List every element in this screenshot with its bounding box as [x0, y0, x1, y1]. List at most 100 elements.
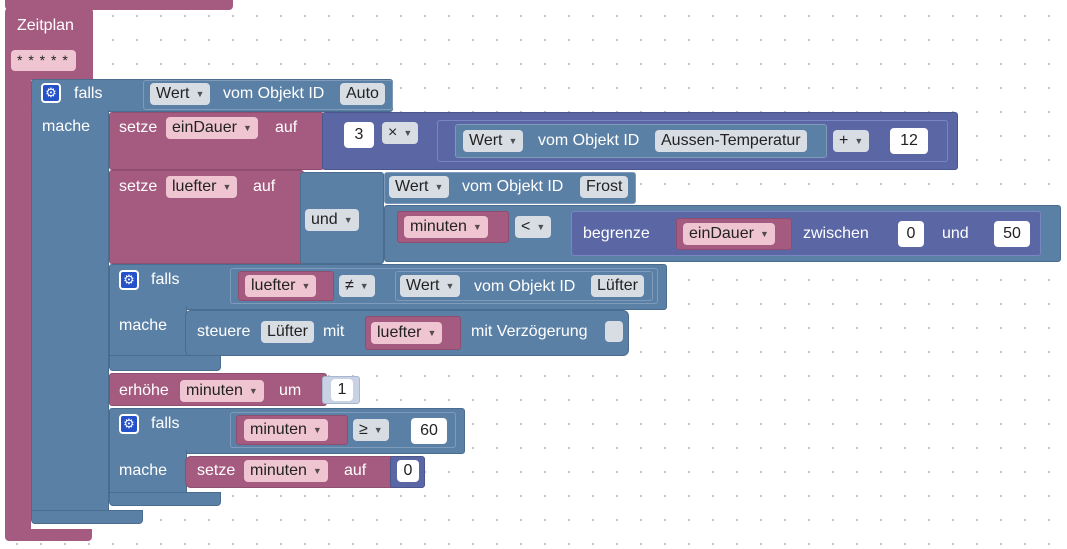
by-label: um: [279, 382, 302, 399]
previous-block-stub[interactable]: [5, 0, 233, 10]
set-label: setze: [197, 462, 236, 479]
value-label: Wert: [469, 132, 503, 150]
and-label: und: [942, 225, 969, 242]
to-label: auf: [253, 178, 276, 195]
value-dropdown[interactable]: Wert▼: [150, 83, 211, 105]
variable-dropdown-minuten[interactable]: minuten ▼: [180, 380, 264, 402]
number-field-low[interactable]: 0: [898, 221, 924, 247]
operator-dropdown-not-equal[interactable]: ≠▼: [339, 275, 375, 297]
variable-label: minuten: [186, 382, 243, 400]
operator-dropdown-gte[interactable]: ≥▼: [353, 419, 389, 441]
if-block-luefter-arm: [109, 306, 187, 358]
chevron-down-icon: ▼: [403, 128, 413, 138]
operator-dropdown-multiply[interactable]: ×▼: [382, 122, 419, 144]
variable-label: luefter: [377, 324, 422, 342]
object-id-field-luefter[interactable]: Lüfter: [591, 275, 644, 297]
chevron-down-icon: ▼: [222, 182, 232, 192]
chevron-down-icon: ▼: [759, 229, 769, 239]
constrain-block[interactable]: [571, 211, 1041, 256]
number-field-3[interactable]: 3: [344, 122, 374, 148]
if-label: falls: [151, 415, 180, 432]
variable-dropdown-luefter[interactable]: luefter ▼: [245, 275, 317, 297]
number-field-high[interactable]: 50: [994, 221, 1030, 247]
operator-label: ≠: [345, 277, 354, 295]
chevron-down-icon: ▼: [301, 281, 311, 291]
value-dropdown[interactable]: Wert ▼: [389, 176, 450, 198]
do-label: mache: [119, 317, 168, 334]
constrain-label: begrenze: [583, 225, 650, 242]
variable-dropdown-minuten[interactable]: minuten ▼: [244, 419, 328, 441]
delay-checkbox[interactable]: [605, 321, 623, 342]
chevron-down-icon: ▼: [427, 328, 437, 338]
number-field-1[interactable]: 1: [331, 379, 353, 401]
delay-label: mit Verzögerung: [471, 323, 588, 340]
increment-label: erhöhe: [119, 382, 169, 399]
variable-label: einDauer: [172, 119, 237, 137]
number-field-60[interactable]: 60: [411, 418, 447, 444]
object-id-field-auto[interactable]: Auto: [340, 83, 385, 105]
cron-field[interactable]: * * * * *: [11, 50, 76, 71]
variable-label: luefter: [251, 277, 296, 295]
object-id-field-frost[interactable]: Frost: [580, 176, 629, 198]
variable-label: minuten: [410, 218, 467, 236]
if-block-auto-bottom: [31, 510, 143, 524]
variable-dropdown-luefter[interactable]: luefter ▼: [371, 322, 443, 344]
between-label: zwischen: [803, 225, 869, 242]
gear-icon[interactable]: ⚙: [119, 270, 139, 290]
with-label: mit: [323, 323, 345, 340]
do-label: mache: [119, 462, 168, 479]
variable-label: einDauer: [689, 225, 754, 243]
chevron-down-icon: ▼: [536, 222, 546, 232]
variable-label: minuten: [250, 462, 307, 480]
chevron-down-icon: ▼: [312, 425, 322, 435]
chevron-down-icon: ▼: [434, 182, 444, 192]
if-label: falls: [74, 85, 103, 102]
control-label: steuere: [197, 323, 251, 340]
object-id-field-aussen[interactable]: Aussen-Temperatur: [655, 130, 807, 152]
to-label: auf: [275, 119, 298, 136]
if-label: falls: [151, 271, 180, 288]
do-label: mache: [42, 118, 91, 135]
chevron-down-icon: ▼: [472, 222, 482, 232]
set-label: setze: [119, 178, 158, 195]
operator-dropdown-add[interactable]: +▼: [833, 130, 870, 152]
chevron-down-icon: ▼: [508, 136, 518, 146]
number-field-0[interactable]: 0: [397, 460, 419, 482]
to-label: auf: [344, 462, 367, 479]
chevron-down-icon: ▼: [445, 281, 455, 291]
schedule-trigger-bottom: [5, 529, 92, 541]
operator-label: und: [311, 211, 338, 229]
operator-label: <: [521, 218, 531, 236]
chevron-down-icon: ▼: [854, 136, 864, 146]
object-id-label: vom Objekt ID: [474, 278, 576, 295]
value-dropdown[interactable]: Wert ▼: [400, 275, 461, 297]
gear-icon[interactable]: ⚙: [119, 414, 139, 434]
number-field-12[interactable]: 12: [890, 128, 928, 154]
variable-dropdown-luefter[interactable]: luefter ▼: [166, 176, 238, 198]
chevron-down-icon: ▼: [248, 386, 258, 396]
chevron-down-icon: ▼: [359, 281, 369, 291]
logic-operator-dropdown[interactable]: und ▼: [305, 209, 359, 231]
chevron-down-icon: ▼: [312, 466, 322, 476]
value-label: Wert: [395, 178, 429, 196]
gear-icon[interactable]: ⚙: [41, 83, 61, 103]
value-label: Wert: [156, 85, 190, 103]
set-label: setze: [119, 119, 158, 136]
schedule-title: Zeitplan: [17, 17, 74, 34]
value-dropdown[interactable]: Wert ▼: [463, 130, 524, 152]
variable-dropdown-minuten[interactable]: minuten ▼: [244, 460, 328, 482]
value-label: Wert: [406, 277, 440, 295]
operator-dropdown-less[interactable]: <▼: [515, 216, 552, 238]
operator-label: ≥: [359, 421, 368, 439]
chevron-down-icon: ▼: [343, 215, 353, 225]
object-id-label: vom Objekt ID: [462, 178, 564, 195]
variable-dropdown-einDauer[interactable]: einDauer ▼: [683, 223, 775, 245]
variable-label: luefter: [172, 178, 217, 196]
control-object-field[interactable]: Lüfter: [261, 321, 314, 343]
if-block-luefter-bottom: [109, 355, 221, 371]
variable-dropdown-einDauer[interactable]: einDauer▼: [166, 117, 258, 139]
variable-dropdown-minuten[interactable]: minuten ▼: [404, 216, 488, 238]
schedule-trigger-body: [5, 79, 31, 534]
object-id-label: vom Objekt ID: [223, 85, 325, 102]
variable-label: minuten: [250, 421, 307, 439]
